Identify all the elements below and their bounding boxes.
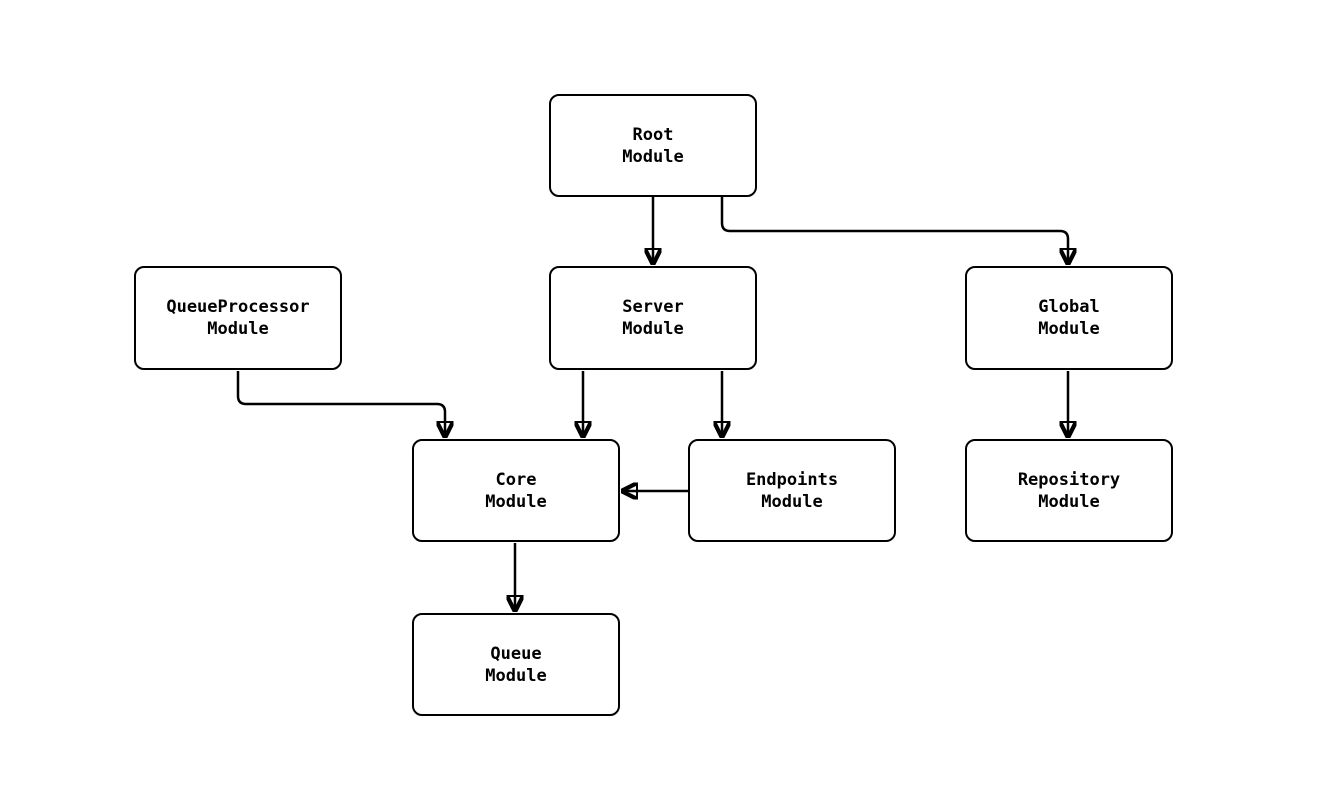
edge-root-to-global [720, 197, 1068, 264]
node-root-module: Root Module [549, 94, 757, 197]
node-server-module-label: Server Module [622, 297, 684, 339]
node-core-module-label: Core Module [485, 469, 547, 512]
node-global-module-label: Global Module [1038, 297, 1100, 339]
node-global-module: Global Module [965, 266, 1173, 370]
node-queue-module: Queue Module [412, 613, 620, 716]
node-repository-module-label: Repository Module [1017, 469, 1121, 512]
edge-queueprocessor-to-core [236, 371, 445, 437]
node-root-module-label: Root Module [622, 124, 684, 167]
node-endpoints-module: Endpoints Module [688, 439, 896, 542]
node-server-module: Server Module [549, 266, 757, 370]
node-core-module: Core Module [412, 439, 620, 542]
node-endpoints-module-label: Endpoints Module [745, 469, 839, 512]
node-queueprocessor-module-label: QueueProcessor Module [166, 297, 310, 339]
node-queue-module-label: Queue Module [485, 643, 547, 686]
node-repository-module: Repository Module [965, 439, 1173, 542]
node-queueprocessor-module: QueueProcessor Module [134, 266, 342, 370]
